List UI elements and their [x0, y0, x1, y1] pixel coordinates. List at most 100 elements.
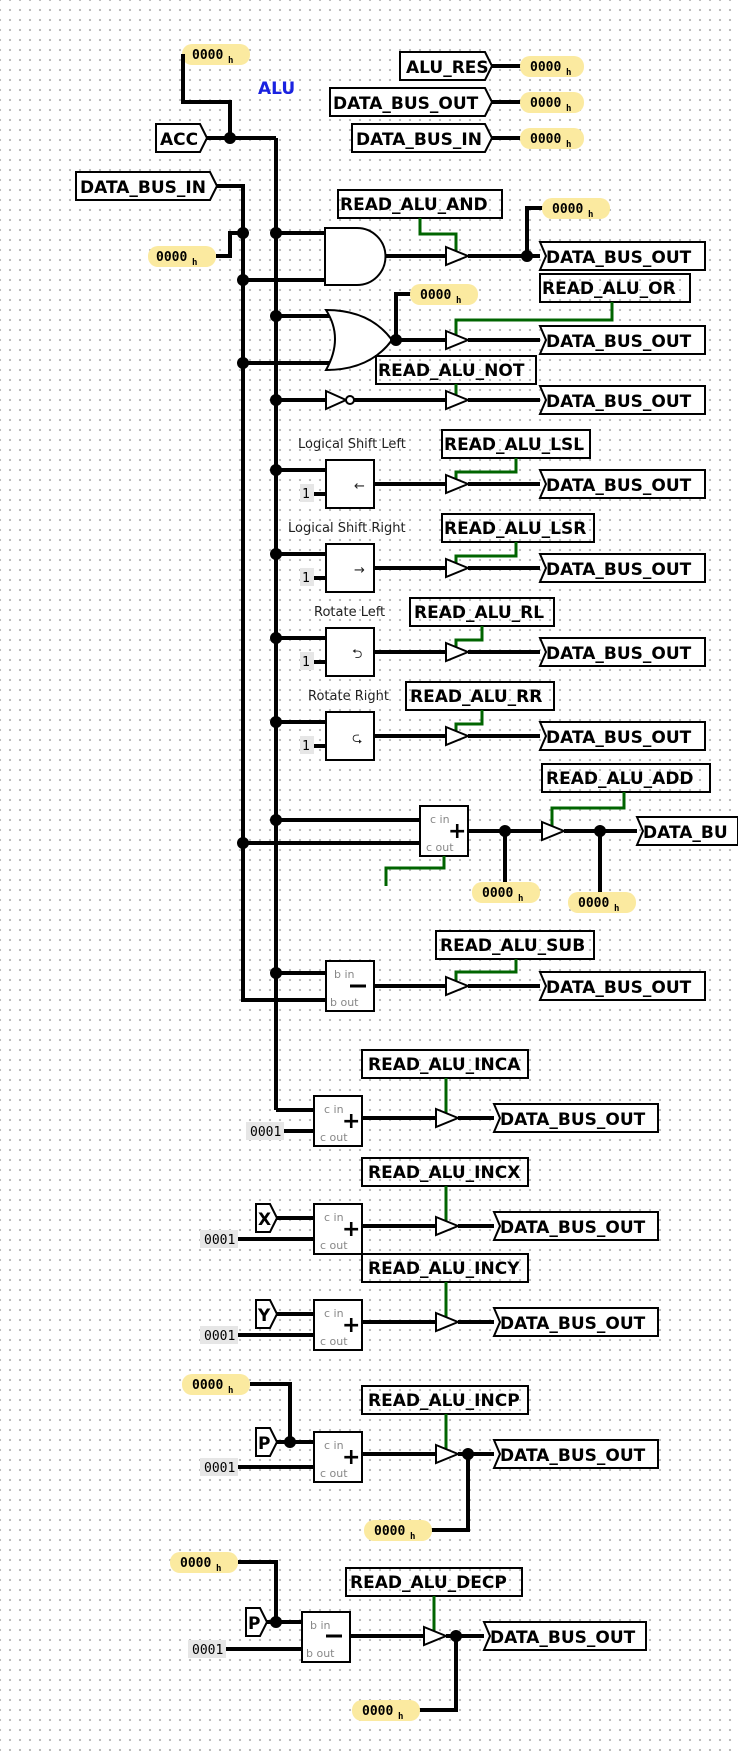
output-incy[interactable]: DATA_BUS_OUT	[492, 1307, 659, 1337]
shifter-lsr	[325, 543, 375, 593]
shifter-lsl	[325, 459, 375, 509]
output-decp[interactable]: DATA_BUS_OUT	[482, 1621, 647, 1651]
incrementer-incx: c in c out +	[313, 1203, 363, 1255]
svg-text:P: P	[248, 1614, 260, 1634]
svg-text:b in: b in	[310, 1619, 331, 1632]
input-x[interactable]: X	[255, 1203, 279, 1233]
output-incp[interactable]: DATA_BUS_OUT	[492, 1439, 659, 1469]
svg-text:0000: 0000	[578, 896, 609, 911]
svg-text:c out: c out	[320, 1131, 348, 1144]
svg-text:h: h	[456, 296, 461, 306]
svg-text:DATA_BUS_IN: DATA_BUS_IN	[80, 178, 206, 198]
svg-text:+: +	[342, 1217, 360, 1242]
output-data-bus-out-top[interactable]: DATA_BUS_OUT	[329, 87, 494, 117]
svg-text:h: h	[518, 894, 523, 904]
svg-text:0000: 0000	[482, 886, 513, 901]
svg-text:h: h	[228, 1386, 233, 1396]
incrementer-incy: c in c out +	[313, 1299, 363, 1351]
input-p-incp[interactable]: P	[255, 1427, 279, 1457]
label-read-alu-incp: READ_ALU_INCP	[368, 1391, 520, 1411]
incrementer-inca: c in c out +	[313, 1095, 363, 1147]
row-rl: Rotate Left READ_ALU_RL 1 ⮌	[270, 597, 555, 677]
buffer-not	[445, 389, 471, 411]
input-p-decp[interactable]: P	[245, 1607, 269, 1637]
decrementer-decp: b in b out	[301, 1611, 351, 1663]
svg-text:h: h	[588, 210, 593, 220]
input-acc[interactable]: ACC	[155, 123, 209, 153]
svg-text:DATA_BUS_OUT: DATA_BUS_OUT	[546, 248, 692, 268]
svg-text:→: →	[354, 563, 365, 578]
probe-incp-result: 0000 h	[364, 1520, 432, 1542]
output-add[interactable]: DATA_BU	[635, 816, 738, 846]
label-read-alu-rl: READ_ALU_RL	[414, 603, 544, 623]
svg-text:DATA_BUS_OUT: DATA_BUS_OUT	[500, 1218, 646, 1238]
not-gate	[325, 389, 349, 411]
output-inca[interactable]: DATA_BUS_OUT	[492, 1103, 659, 1133]
output-lsl[interactable]: DATA_BUS_OUT	[538, 469, 706, 499]
probe-decp-p: 0000 h	[170, 1552, 238, 1574]
svg-text:Y: Y	[257, 1306, 271, 1326]
svg-text:h: h	[228, 56, 233, 66]
svg-text:1: 1	[302, 487, 310, 502]
label-read-alu-lsr: READ_ALU_LSR	[444, 519, 586, 539]
svg-text:DATA_BUS_OUT: DATA_BUS_OUT	[333, 94, 479, 114]
label-read-alu-decp: READ_ALU_DECP	[350, 1573, 507, 1593]
svg-text:c in: c in	[324, 1307, 344, 1320]
svg-text:h: h	[216, 1564, 221, 1574]
svg-text:0000: 0000	[156, 250, 187, 265]
svg-text:0001: 0001	[204, 1233, 235, 1248]
svg-text:b out: b out	[330, 996, 359, 1009]
output-rr[interactable]: DATA_BUS_OUT	[538, 721, 706, 751]
svg-text:1: 1	[302, 739, 310, 754]
svg-text:⮎: ⮎	[352, 731, 362, 746]
label-read-alu-incy: READ_ALU_INCY	[368, 1259, 520, 1279]
input-data-bus-in[interactable]: DATA_BUS_IN	[75, 171, 219, 201]
buffer-and	[445, 245, 471, 267]
probe-add-cout: 0000 h	[472, 882, 540, 904]
incrementer-incp: c in c out +	[313, 1431, 363, 1483]
row-lsl: Logical Shift Left READ_ALU_LSL 1 ←	[270, 429, 591, 509]
svg-text:DATA_BU: DATA_BU	[643, 823, 728, 843]
svg-text:0000: 0000	[192, 48, 223, 63]
label-read-alu-lsl: READ_ALU_LSL	[444, 435, 584, 455]
alu-title: ALU	[258, 79, 295, 99]
svg-text:h: h	[410, 1532, 415, 1542]
output-and[interactable]: DATA_BUS_OUT	[538, 241, 706, 271]
output-not[interactable]: DATA_BUS_OUT	[538, 385, 706, 415]
output-alu-res[interactable]: ALU_RES	[399, 51, 494, 81]
svg-text:ACC: ACC	[160, 130, 198, 150]
label-read-alu-add: READ_ALU_ADD	[546, 769, 694, 789]
svg-text:0001: 0001	[250, 1125, 281, 1140]
svg-text:c in: c in	[430, 813, 450, 826]
svg-text:+: +	[342, 1313, 360, 1338]
output-sub[interactable]: DATA_BUS_OUT	[538, 971, 706, 1001]
output-data-bus-in-top[interactable]: DATA_BUS_IN	[351, 123, 494, 153]
input-y[interactable]: Y	[255, 1299, 279, 1329]
svg-text:0000: 0000	[530, 132, 561, 147]
svg-text:c in: c in	[324, 1211, 344, 1224]
output-incx[interactable]: DATA_BUS_OUT	[492, 1211, 659, 1241]
probe-data-bus-out: 0000 h	[520, 92, 584, 114]
svg-text:DATA_BUS_OUT: DATA_BUS_OUT	[546, 392, 692, 412]
svg-text:0001: 0001	[204, 1329, 235, 1344]
and-gate	[324, 227, 387, 286]
buffer-decp	[423, 1625, 449, 1647]
buffer-add	[541, 820, 567, 842]
probe-alu-res: 0000 h	[520, 56, 584, 78]
svg-text:DATA_BUS_OUT: DATA_BUS_OUT	[546, 728, 692, 748]
output-or[interactable]: DATA_BUS_OUT	[538, 325, 706, 355]
label-read-alu-or: READ_ALU_OR	[542, 279, 676, 299]
probe-or: 0000 h	[410, 284, 478, 306]
svg-text:+: +	[342, 1445, 360, 1470]
label-read-alu-inca: READ_ALU_INCA	[368, 1055, 521, 1075]
label-read-alu-sub: READ_ALU_SUB	[440, 936, 585, 956]
svg-text:0000: 0000	[530, 60, 561, 75]
svg-text:DATA_BUS_OUT: DATA_BUS_OUT	[500, 1314, 646, 1334]
svg-text:c out: c out	[426, 841, 454, 854]
output-rl[interactable]: DATA_BUS_OUT	[538, 637, 706, 667]
output-lsr[interactable]: DATA_BUS_OUT	[538, 553, 706, 583]
svg-text:DATA_BUS_OUT: DATA_BUS_OUT	[546, 978, 692, 998]
caption-rl: Rotate Left	[314, 605, 385, 620]
probe-add-result: 0000 h	[568, 892, 636, 914]
label-read-alu-not: READ_ALU_NOT	[378, 361, 525, 381]
